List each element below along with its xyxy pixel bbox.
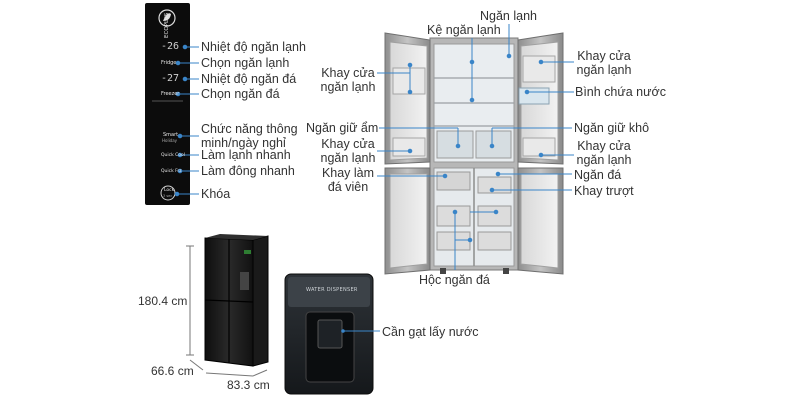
label-freezer-temp: Nhiệt độ ngăn đá bbox=[201, 72, 297, 86]
fridge-button[interactable]: Fridge bbox=[161, 60, 177, 66]
label-freezer-drawer: Hộc ngăn đá bbox=[419, 273, 490, 287]
label-fridge-select: Chọn ngăn lạnh bbox=[201, 56, 290, 70]
panel-leader-lines bbox=[174, 44, 199, 197]
label-line: Khay cửa bbox=[321, 137, 375, 151]
label-fridge-shelf: Kệ ngăn lạnh bbox=[427, 23, 501, 37]
label-door-tray-top-left: Khay cửa ngăn lạnh bbox=[318, 66, 378, 94]
label-door-tray-mid-right: Khay cửa ngăn lạnh bbox=[573, 139, 635, 167]
fridge-temp-display: -26 bbox=[161, 41, 180, 52]
leaf-icon bbox=[158, 9, 176, 27]
label-fridge-temp: Nhiệt độ ngăn lạnh bbox=[201, 40, 306, 54]
dispenser-title: WATER DISPENSER bbox=[306, 287, 358, 293]
label-line: ngăn lạnh bbox=[320, 80, 376, 94]
eco-leaf-icon bbox=[163, 13, 171, 21]
label-line: Khay cửa bbox=[577, 49, 631, 63]
label-dry-drawer: Ngăn giữ khô bbox=[574, 121, 650, 135]
open-refrigerator bbox=[384, 32, 564, 275]
quick-freeze-button[interactable]: Quick Frz bbox=[161, 169, 182, 174]
label-line: Khay cửa bbox=[321, 66, 375, 80]
label-line: ngăn lạnh bbox=[576, 63, 632, 77]
brand-logo-text: ECOPLUS bbox=[164, 12, 170, 38]
label-lock: Khóa bbox=[201, 187, 231, 201]
freezer-button[interactable]: Freezer bbox=[161, 91, 180, 97]
label-freezer-compartment: Ngăn đá bbox=[574, 168, 622, 182]
label-ice-tray: Khay làm đá viên bbox=[318, 166, 378, 194]
label-freezer-select: Chọn ngăn đá bbox=[201, 87, 280, 101]
label-quick-cool: Làm lạnh nhanh bbox=[201, 148, 291, 162]
label-sliding-tray: Khay trượt bbox=[574, 184, 634, 198]
label-line: Khay làm bbox=[321, 166, 375, 180]
label-smart-line1: Chức năng thông bbox=[201, 122, 298, 136]
label-line: ngăn lạnh bbox=[320, 151, 376, 165]
quick-cool-button[interactable]: Quick Cool bbox=[161, 153, 186, 158]
freezer-temp-display: -27 bbox=[161, 73, 180, 84]
lock-button-label: Lock bbox=[164, 188, 175, 193]
water-dispenser bbox=[284, 273, 380, 395]
label-door-tray-top-right: Khay cửa ngăn lạnh bbox=[573, 49, 635, 77]
label-door-tray-mid-left: Khay cửa ngăn lạnh bbox=[318, 137, 378, 165]
label-quick-freeze: Làm đông nhanh bbox=[201, 164, 295, 178]
label-fridge-compartment: Ngăn lạnh bbox=[480, 9, 537, 23]
label-line: ngăn lạnh bbox=[576, 153, 632, 167]
dimension-depth: 66.6 cm bbox=[151, 364, 194, 378]
dimension-width: 83.3 cm bbox=[227, 378, 270, 392]
fridge-leader-lines bbox=[377, 24, 574, 270]
dimension-lines bbox=[186, 245, 268, 377]
smart-button-sub: Holiday bbox=[162, 138, 178, 143]
label-water-tank: Bình chứa nước bbox=[575, 85, 666, 99]
dimension-height: 180.4 cm bbox=[138, 294, 188, 308]
lock-button-sub: 3 sec bbox=[163, 194, 173, 198]
label-line: đá viên bbox=[327, 180, 369, 194]
label-line: Khay cửa bbox=[577, 139, 631, 153]
label-dispenser-lever: Cần gạt lấy nước bbox=[382, 325, 479, 339]
dispenser-lever[interactable] bbox=[317, 319, 343, 349]
smart-button[interactable]: Smart bbox=[163, 132, 179, 138]
label-humidity-drawer: Ngăn giữ ẩm bbox=[306, 121, 379, 135]
label-smart-line2: minh/ngày nghỉ bbox=[201, 136, 286, 150]
black-refrigerator bbox=[204, 234, 269, 367]
